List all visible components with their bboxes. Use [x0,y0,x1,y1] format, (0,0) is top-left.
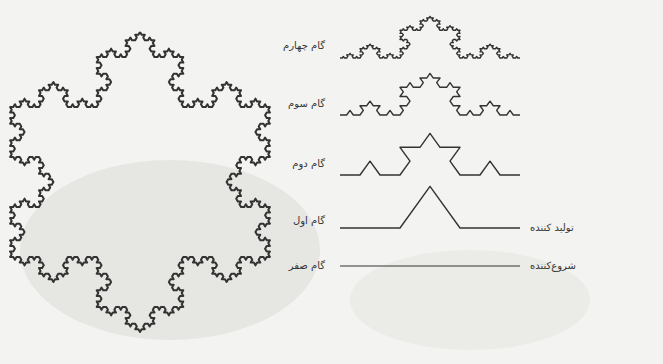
step-label: شروع‌کننده [530,260,576,272]
koch-curve-step [340,73,520,115]
step-label: گام اول [293,215,325,227]
background-blob [350,250,590,350]
step-label: تولید کننده [530,222,574,234]
step-label: گام سوم [288,98,325,110]
koch-snowflake [10,32,270,332]
step-label: گام صفر [289,260,325,272]
koch-curve-step [340,16,520,58]
koch-curve-step [340,133,520,175]
step-label: گام چهارم [283,40,325,52]
koch-curve-step [340,186,520,228]
koch-curve-step [340,266,520,267]
step-label: گام دوم [292,158,325,170]
